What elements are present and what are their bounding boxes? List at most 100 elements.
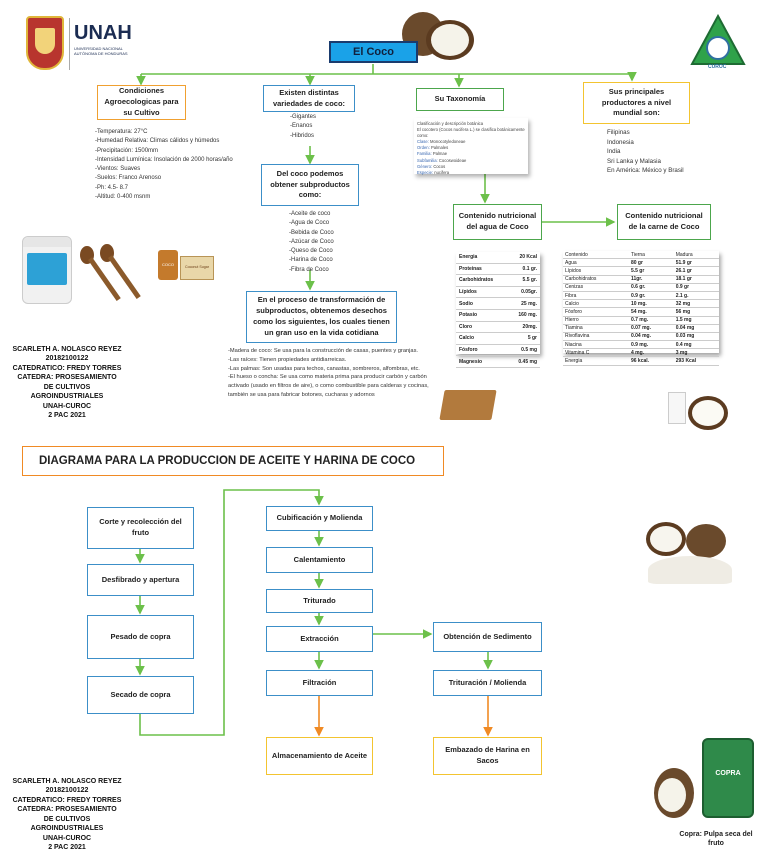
meat-table-cell: 0.9 mg. <box>628 340 674 350</box>
author-teacher: CATEDRATICO: FREDY TORRES <box>12 796 122 804</box>
taxonomy-title-box: Su Taxonomía <box>416 88 504 111</box>
water-nutrient-value: 5 gr <box>508 332 540 345</box>
water-nutrient-name: Carbohidratos <box>456 274 509 287</box>
water-nutrient-name: Potasio <box>456 309 509 322</box>
taxonomy-row: Género: Cocos <box>417 163 446 169</box>
org-subtitle-2: AUTÓNOMA DE HONDURAS <box>74 51 128 56</box>
producer-item: Indonesia <box>607 138 634 146</box>
meat-table-cell: 26.1 gr <box>673 266 719 276</box>
meat-nutrition-title-box: Contenido nutricional de la carne de Coc… <box>617 204 711 240</box>
variety-item: -Hibridos <box>290 132 315 139</box>
water-nutrient-value: 25 mg. <box>508 297 540 310</box>
subproducts-list: -Aceite de coco -Agua de Coco -Bebida de… <box>289 210 334 275</box>
copra-jar-label: COPRA <box>715 770 741 777</box>
org-name: UNAH <box>74 22 132 44</box>
step-extraccion: Extracción <box>266 626 373 652</box>
water-nutrient-value: 20 Kcal <box>508 252 540 264</box>
meat-table-cell: 0.04 mg. <box>628 332 674 342</box>
waste-use-item: -Las palmas: Son usadas para techos, can… <box>228 365 420 372</box>
author-name: SCARLETH A. NOLASCO REYEZ <box>12 346 122 353</box>
meat-col-header: Madura <box>673 251 719 260</box>
subproduct-item: -Azúcar de Coco <box>289 238 334 245</box>
water-nutrient-name: Proteinas <box>456 263 509 276</box>
taxonomy-heading: Clasificación y descripción botánica <box>417 121 484 126</box>
subproduct-item: -Fibra de Coco <box>289 266 329 273</box>
meat-table-cell: 10 mg. <box>628 299 674 309</box>
condition-item: -Precipitación: 1500mm <box>95 147 159 154</box>
meat-table-cell: 5.5 gr <box>628 266 674 276</box>
meat-table-cell: 51.9 gr <box>673 258 719 268</box>
coconut-flour-image <box>640 522 738 586</box>
condition-item: -Ph: 4.5- 8.7 <box>95 184 129 191</box>
step-corte: Corte y recolección del fruto <box>87 507 194 549</box>
meat-table-cell: 0.04 mg <box>673 324 719 333</box>
meat-table-cell: 0.6 gr. <box>628 283 674 292</box>
author-period: 2 PAC 2021 <box>48 412 86 420</box>
meat-table-cell: 11gr. <box>628 275 674 284</box>
taxonomy-row: Subfamilia: Cocoswoideae <box>417 157 467 163</box>
copra-caption: Copra: Pulpa seca del fruto <box>679 831 753 848</box>
water-nutrient-name: Calcio <box>456 332 509 345</box>
variety-item: -Enanos <box>290 123 313 130</box>
curoc-logo-text: CUROC <box>708 64 727 70</box>
author-campus: UNAH-CUROC <box>42 834 92 842</box>
author-teacher: CATEDRATICO: FREDY TORRES <box>12 364 122 372</box>
taxonomy-card: Clasificación y descripción botánica El … <box>414 118 528 175</box>
meat-table-cell: 54 mg. <box>628 307 674 317</box>
meat-table-cell: Calcio <box>563 299 629 309</box>
subproduct-item: -Bebida de Coco <box>289 229 334 236</box>
condition-item: -Humedad Relativa: Climas cálidos y húme… <box>95 138 220 145</box>
meat-table-cell: 0.07 mg. <box>628 324 674 333</box>
water-nutrient-value: 5.5 gr. <box>508 274 540 287</box>
step-triturado: Triturado <box>266 589 373 613</box>
meat-table-cell: Rivoflavina <box>563 332 629 342</box>
author-course: CATEDRA: PROSESAMIENTO DE CULTIVOS AGROI… <box>17 374 117 401</box>
meat-table-cell: Hierro <box>563 316 629 325</box>
meat-table-cell: 4 mg. <box>628 348 674 358</box>
wooden-spoons-image <box>78 240 150 304</box>
step-almacenamiento: Almacenamiento de Aceite <box>266 737 373 775</box>
step-calentamiento: Calentamiento <box>266 547 373 573</box>
step-embazado: Embazado de Harina en Sacos <box>433 737 542 775</box>
producer-item: En América: México y Brasil <box>607 167 684 175</box>
water-nutrient-value: 0.05gr. <box>508 286 540 299</box>
meat-table-cell: 56 mg <box>673 307 719 317</box>
meat-table-cell: 0.9 gr. <box>628 291 674 301</box>
meat-col-header: Contenido <box>563 251 629 260</box>
water-nutrient-name: Fósforo <box>456 344 509 357</box>
meat-table-cell: 80 gr <box>628 258 674 268</box>
author-block-bottom: SCARLETH A. NOLASCO REYEZ 20182100122 CA… <box>12 777 122 853</box>
curoc-gear-icon <box>690 13 746 65</box>
step-secado: Secado de copra <box>87 676 194 714</box>
taxonomy-intro: El cocotero (Cocos nucifera L.) se clasi… <box>417 127 525 139</box>
meat-table-cell: Niacina <box>563 340 629 350</box>
meat-table-cell: Fósforo <box>563 307 629 317</box>
step-cubificacion: Cubificación y Molienda <box>266 506 373 531</box>
coco-jar-label: COCO <box>162 262 174 267</box>
meat-table-cell: Carbohidratos <box>563 275 629 284</box>
coconut-milk-image <box>666 386 750 430</box>
meat-table-cell: 96 kcal. <box>628 356 674 366</box>
meat-table-cell: 2.1 g. <box>673 291 719 301</box>
producers-title-box: Sus principales productores a nivel mund… <box>583 82 690 124</box>
diagram-title: DIAGRAMA PARA LA PRODUCCION DE ACEITE Y … <box>22 446 444 476</box>
step-trituracion: Trituración / Molienda <box>433 670 542 696</box>
variety-item: -Gigantes <box>290 114 317 120</box>
